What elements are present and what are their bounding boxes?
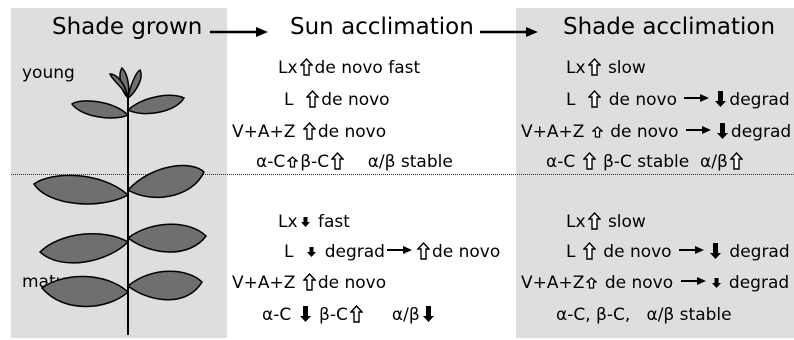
down-filled-arrow-icon xyxy=(422,305,435,323)
down-small-arrow-icon xyxy=(300,216,311,228)
sun-young-l: L de novo xyxy=(284,90,390,110)
down-small-arrow-icon xyxy=(306,246,317,258)
right-arrow-icon xyxy=(210,27,268,37)
shade-young-vaz: V+A+Z de novo degrad xyxy=(521,122,792,142)
up-hollow-arrow-icon xyxy=(730,152,743,170)
shade-acclimation-panel xyxy=(516,8,794,338)
up-hollow-arrow-icon xyxy=(588,212,601,230)
up-small-arrow-icon xyxy=(287,156,298,168)
shade-young-lx: Lx slow xyxy=(566,58,646,78)
shade-young-l: L de novo degrad xyxy=(566,90,790,110)
down-filled-arrow-icon xyxy=(709,242,722,260)
right-arrow-icon xyxy=(686,124,712,136)
up-small-arrow-icon xyxy=(586,277,597,289)
up-small-arrow-icon xyxy=(592,126,603,138)
sun-mature-lx: Lx fast xyxy=(278,212,350,232)
sun-acclimation-panel xyxy=(227,8,516,338)
shade-mature-lx: Lx slow xyxy=(566,212,646,232)
right-arrow-icon xyxy=(679,244,705,256)
right-arrow-icon xyxy=(387,244,413,256)
up-hollow-arrow-icon xyxy=(417,242,430,260)
sun-mature-vaz: V+A+Z de novo xyxy=(232,273,387,293)
down-small-arrow-icon xyxy=(711,277,722,289)
down-filled-arrow-icon xyxy=(299,305,312,323)
up-hollow-arrow-icon xyxy=(583,242,596,260)
up-hollow-arrow-icon xyxy=(588,58,601,76)
up-hollow-arrow-icon xyxy=(303,273,316,291)
down-filled-arrow-icon xyxy=(714,90,727,108)
heading-shade-acclimation: Shade acclimation xyxy=(563,14,776,40)
right-arrow-icon xyxy=(681,275,707,287)
up-hollow-arrow-icon xyxy=(300,58,313,76)
right-arrow-icon xyxy=(480,27,538,37)
young-mature-divider xyxy=(11,174,794,175)
up-hollow-arrow-icon xyxy=(303,122,316,140)
shade-mature-l: L de novo degrad xyxy=(566,242,790,262)
shade-mature-carotenes: α-C, β-C, α/β stable xyxy=(556,305,732,325)
down-filled-arrow-icon xyxy=(716,122,729,140)
up-hollow-arrow-icon xyxy=(331,152,344,170)
up-hollow-arrow-icon xyxy=(588,90,601,108)
heading-sun-acclimation: Sun acclimation xyxy=(290,14,474,40)
sun-young-vaz: V+A+Z de novo xyxy=(232,122,387,142)
shade-mature-vaz: V+A+Z de novo degrad xyxy=(521,273,790,293)
heading-shade-grown: Shade grown xyxy=(52,14,203,40)
up-hollow-arrow-icon xyxy=(350,305,363,323)
right-arrow-icon xyxy=(684,92,710,104)
up-hollow-arrow-icon xyxy=(306,90,319,108)
sun-mature-carotenes: α-C β-C α/β xyxy=(262,305,437,325)
shade-young-carotenes: α-C β-C stable α/β xyxy=(546,152,745,172)
plant-illustration xyxy=(32,66,207,335)
label-young: young xyxy=(22,63,75,83)
up-hollow-arrow-icon xyxy=(583,152,596,170)
